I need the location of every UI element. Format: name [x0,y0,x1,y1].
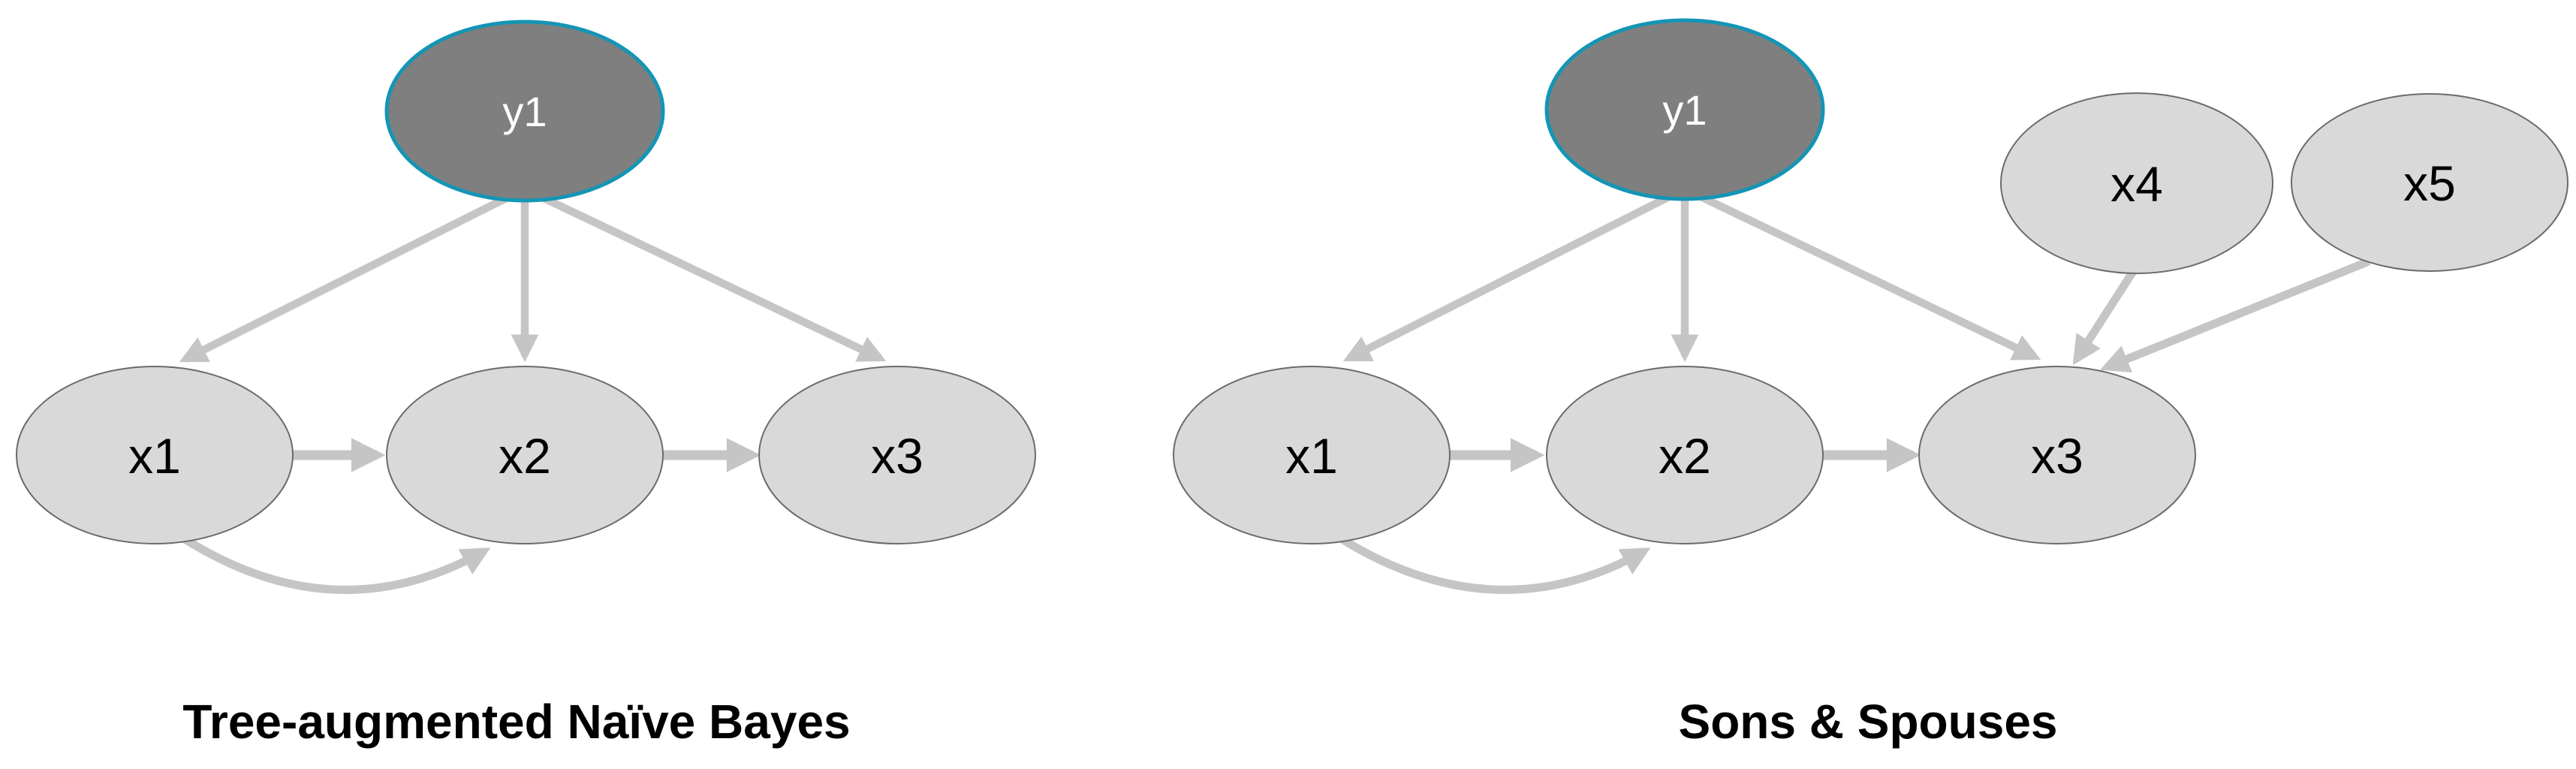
edge-x1-x2-curved [178,532,491,594]
node-x1-ellipse [16,366,294,544]
node-x4: x4 [2000,92,2273,274]
edge-y1-x1 [1342,190,1677,362]
node-x2-ellipse [386,366,664,544]
node-x5: x5 [2291,93,2568,272]
node-x2-label: x2 [1659,428,1711,484]
edge-x4-x3 [2072,268,2138,366]
node-y1-label: y1 [502,88,547,135]
node-x3: x3 [758,366,1036,544]
edge-y1-x3 [1692,190,2041,360]
node-x3-ellipse [1918,366,2196,544]
node-x3-ellipse [758,366,1036,544]
node-y1-ellipse [384,20,665,203]
node-x5-ellipse [2291,93,2568,272]
node-x3: x3 [1918,366,2196,544]
node-x4-ellipse [2000,92,2273,274]
edge-x5-x3 [2100,257,2371,373]
node-x3-label: x3 [871,428,923,484]
node-x2: x2 [386,366,664,544]
node-x1-ellipse [1173,366,1451,544]
node-x5-label: x5 [2403,155,2456,211]
node-x1-label: x1 [1285,428,1338,484]
node-x1-label: x1 [128,428,181,484]
node-x2-label: x2 [499,428,551,484]
edge-y1-x1 [179,190,517,363]
node-y1: y1 [1544,18,1825,201]
edge-x1-x2-curved [1335,532,1651,594]
node-x2-ellipse [1546,366,1824,544]
edge-y1-x3 [532,190,887,362]
diagram-sons-and-spouses: y1 x4 x5 x1 x2 x3 Sons & [1173,18,2568,749]
node-y1: y1 [384,20,665,203]
node-x1: x1 [1173,366,1451,544]
diagram-title-right: Sons & Spouses [1679,695,2058,749]
diagram-title-left: Tree-augmented Naïve Bayes [182,695,850,749]
node-x3-label: x3 [2031,428,2083,484]
node-y1-label: y1 [1662,86,1707,134]
diagram-tree-augmented-naive-bayes: y1 x1 x2 x3 Tree-augmented Naïve Bayes [16,20,1036,749]
node-x1: x1 [16,366,294,544]
node-y1-ellipse [1544,18,1825,201]
node-x4-label: x4 [2111,156,2163,212]
node-x2: x2 [1546,366,1824,544]
